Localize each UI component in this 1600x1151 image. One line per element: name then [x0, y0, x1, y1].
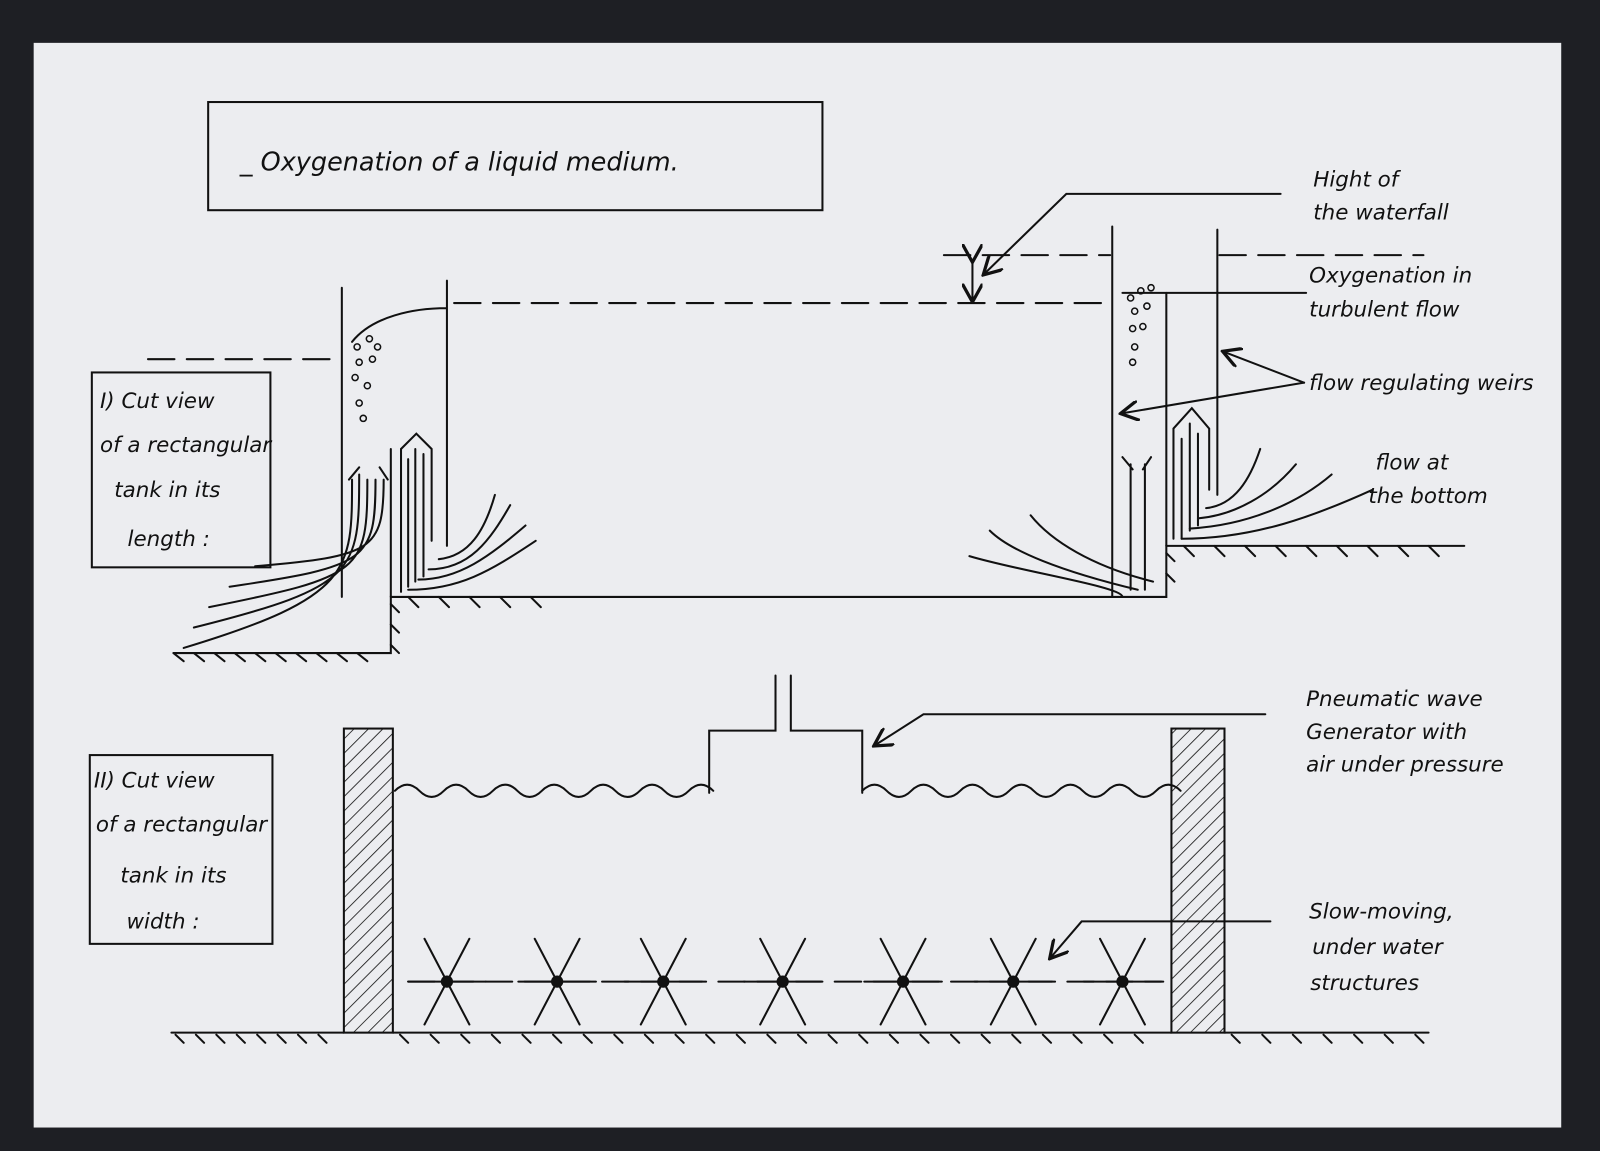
- impeller: [407, 937, 487, 1026]
- section2-label-line: tank in its: [120, 864, 226, 889]
- annotation-waterfall-height: the waterfall: [1313, 200, 1449, 225]
- section1-label-box: I) Cut view of a rectangular tank in its…: [90, 371, 272, 569]
- annotation-oxygenation: turbulent flow: [1309, 297, 1460, 322]
- impeller: [742, 937, 823, 1026]
- section1-label-line: of a rectangular: [100, 433, 272, 458]
- impeller: [517, 937, 597, 1026]
- section1-label-line: tank in its: [114, 478, 220, 503]
- wave-generator: [708, 674, 864, 794]
- impeller: [863, 937, 943, 1026]
- impeller: [623, 937, 704, 1026]
- annotation-generator: Generator with: [1306, 720, 1467, 745]
- title-box: _ Oxygenation of a liquid medium.: [207, 101, 824, 212]
- annotation-structures: under water: [1312, 935, 1444, 960]
- annotation-structures: structures: [1310, 971, 1419, 996]
- section2-label-line: II) Cut view: [94, 769, 215, 794]
- annotation-weirs: flow regulating weirs: [1309, 371, 1533, 396]
- left-wall: [342, 727, 394, 1034]
- annotation-bottom-flow: the bottom: [1368, 484, 1487, 509]
- annotation-generator: Pneumatic wave: [1306, 687, 1483, 712]
- annotation-bottom-flow: flow at: [1376, 450, 1450, 475]
- section2-label-box: II) Cut view of a rectangular tank in it…: [88, 754, 274, 945]
- section2-label-line: of a rectangular: [96, 813, 268, 838]
- annotation-generator: air under pressure: [1306, 752, 1504, 777]
- annotation-waterfall-height: Hight of: [1313, 168, 1401, 193]
- section2-label-line: width :: [127, 910, 200, 935]
- width-cut-view: [170, 674, 1430, 1044]
- right-wall: [1170, 727, 1226, 1034]
- impeller: [973, 937, 1054, 1026]
- annotation-oxygenation: Oxygenation in: [1309, 264, 1472, 289]
- section1-label-line: length :: [128, 527, 210, 552]
- annotation-structures: Slow-moving,: [1309, 899, 1453, 924]
- paper-sheet: [33, 42, 1562, 1128]
- impeller: [1082, 937, 1163, 1026]
- section1-label-line: I) Cut view: [100, 389, 215, 414]
- length-cut-view: [146, 192, 1466, 663]
- water-surface-waves: [393, 783, 1182, 798]
- diagram-title: _ Oxygenation of a liquid medium.: [239, 147, 679, 177]
- underwater-structures: [407, 937, 1163, 1026]
